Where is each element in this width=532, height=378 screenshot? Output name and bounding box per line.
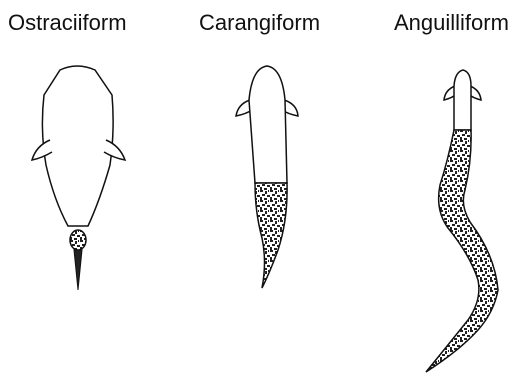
ostraciiform-peduncle — [70, 230, 86, 250]
ostraciiform-tail — [74, 250, 82, 290]
ostraciiform-body — [42, 66, 113, 226]
anguilliform-body — [426, 130, 498, 372]
carangiform-rear-body — [255, 183, 287, 288]
carangiform-fish — [236, 66, 298, 288]
ostraciiform-fish — [32, 66, 125, 290]
carangiform-front-body — [249, 66, 287, 183]
anguilliform-head — [454, 70, 471, 130]
anguilliform-fish — [426, 70, 498, 372]
